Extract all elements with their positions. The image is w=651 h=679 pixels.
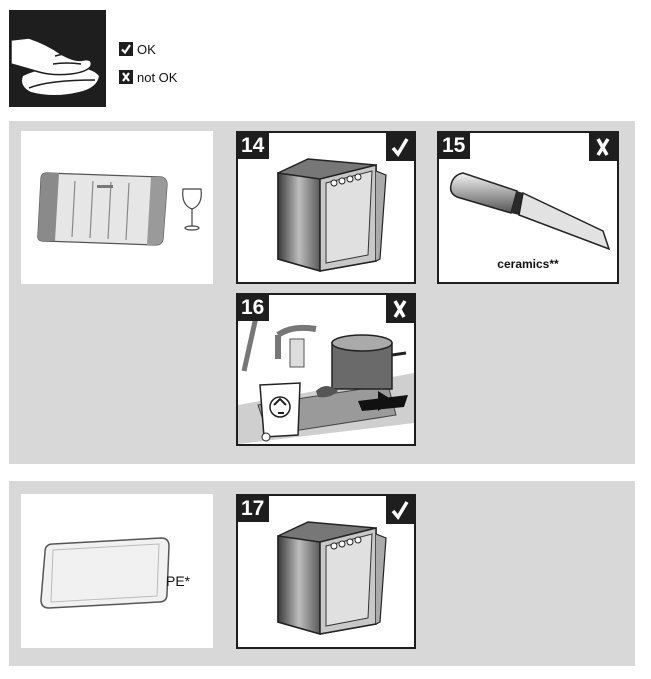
ceramic-knife-illustration [449, 172, 611, 251]
pe-board-card: PE* [21, 494, 213, 648]
step-number: 14 [238, 133, 270, 159]
step-15-frame: 15 ceramics** [437, 131, 619, 284]
legend-ok-label: OK [137, 41, 156, 57]
pe-cutting-board-illustration [40, 537, 170, 609]
cross-icon [119, 70, 133, 84]
cutting-board-with-glass-illustration [37, 172, 202, 246]
step-number: 17 [238, 496, 270, 522]
legend-ok: OK [119, 38, 177, 60]
dishwasher-illustration [277, 158, 387, 272]
material-label: PE* [166, 573, 191, 589]
step-number: 15 [439, 133, 471, 159]
material-caption: ceramics** [497, 257, 559, 271]
legend-not-ok-label: not OK [137, 69, 178, 85]
dishwasher-illustration [277, 521, 387, 635]
legend-not-ok: not OK [119, 66, 177, 88]
section-pe-board: PE* 17 [9, 481, 635, 666]
step-17-frame: 17 [236, 494, 416, 649]
step-14-frame: 14 [236, 131, 416, 284]
checkmark-icon [386, 496, 414, 524]
scraping-food-into-bin-illustration [238, 316, 414, 444]
step-number: 16 [238, 295, 270, 321]
legend: OK not OK [119, 38, 177, 94]
step-16-frame: 16 [236, 293, 416, 446]
checkmark-icon [386, 133, 414, 161]
cross-icon [589, 133, 617, 161]
section-dishwasher-safe-check: 14 15 ceramics** [9, 121, 635, 464]
checkmark-icon [119, 42, 133, 56]
cross-icon [386, 295, 414, 323]
cutting-board-glass-card [21, 131, 213, 284]
hand-wipe-illustration [9, 10, 106, 107]
